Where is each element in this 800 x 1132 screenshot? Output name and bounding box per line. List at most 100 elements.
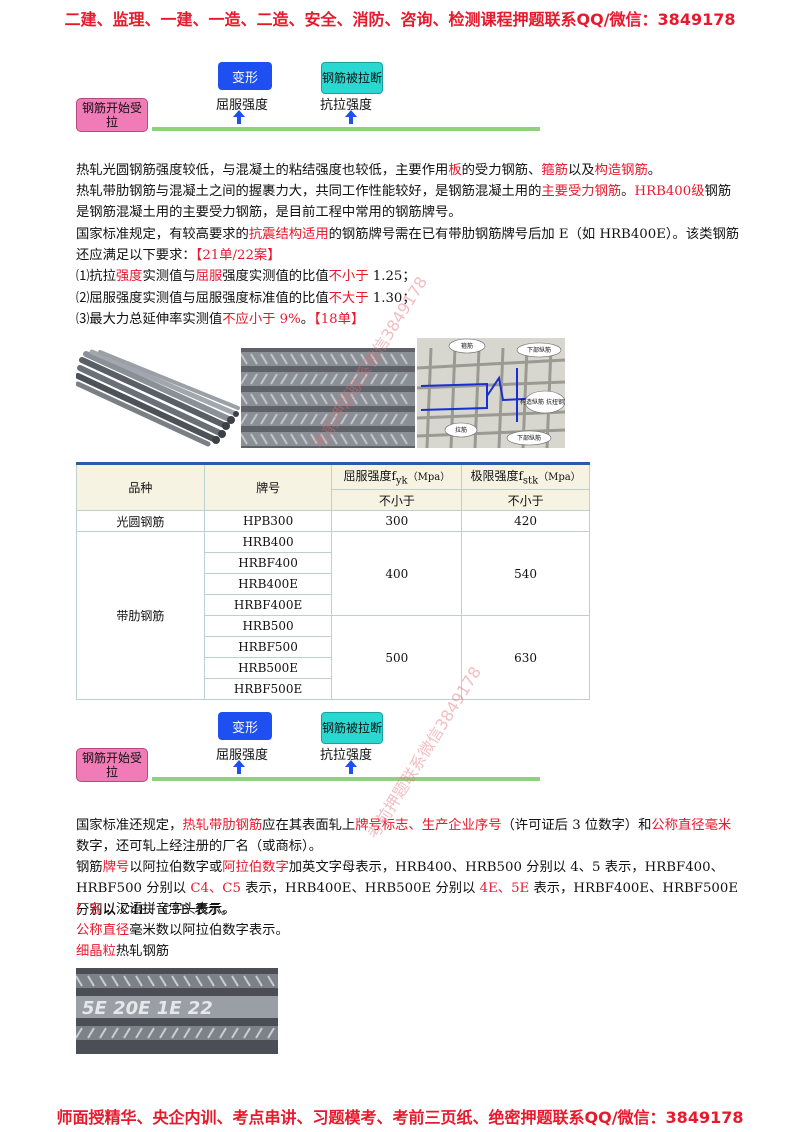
footer-banner: 师面授精华、央企内训、考点串讲、习题模考、考前三页纸、绝密押题联系QQ/微信：3…	[56, 1108, 744, 1127]
cell-grade: HPB300	[203, 510, 333, 532]
highlight: 厂名	[76, 902, 103, 917]
highlight: 牌号标志、生产企业序号	[355, 818, 502, 833]
start-tension-box: 钢筋开始受拉	[76, 98, 148, 132]
table-row: HRBF500E	[77, 678, 590, 700]
highlight: 不大于	[328, 291, 369, 306]
highlight: 构造钢筋	[594, 163, 648, 178]
text-nominal-diameter: 公称直径毫米数以阿拉伯数字表示。	[76, 920, 742, 941]
text-marking-rule: 国家标准还规定，热轧带肋钢筋应在其表面轧上牌号标志、生产企业序号（许可证后 3 …	[76, 815, 742, 858]
cell-yield: 300	[331, 510, 463, 532]
bar-marking-text: 5E 20E 1E 22	[82, 998, 213, 1019]
tensile-strength-label: 抗拉强度	[320, 98, 373, 113]
fine-grain-bar-photo: 5E 20E 1E 22	[76, 968, 278, 1054]
highlight: 【18单】	[314, 312, 365, 327]
text: 毫米数以阿拉伯数字表示。	[129, 923, 289, 938]
deformation-box: 变形	[218, 62, 272, 90]
plain-bar-photo	[76, 348, 240, 448]
table-row: HRB500 500 630	[77, 615, 590, 700]
table-row: HRBF400E	[77, 594, 590, 616]
cell-grade: HRBF500E	[203, 678, 333, 700]
callout-stirrup: 箍筋	[461, 342, 473, 350]
rebar-cage-photo: 箍筋 下部纵筋 构造纵筋 抗扭钢筋 拉筋 下部纵筋	[417, 338, 565, 448]
text-plain-bar: 热轧光圆钢筋强度较低，与混凝土的粘结强度也较低，主要作用板的受力钢筋、箍筋以及构…	[76, 160, 742, 181]
yield-strength-label: 屈服强度	[216, 748, 269, 763]
cell-grade: HRBF500	[203, 636, 333, 658]
tension-flow-diagram-2: 钢筋开始受拉 变形 钢筋被拉断 屈服强度 抗拉强度	[76, 712, 540, 792]
text: 强度实测值的比值	[222, 269, 329, 284]
highlight: 板	[448, 163, 462, 178]
break-box: 钢筋被拉断	[321, 62, 383, 94]
text: （Mpa）	[538, 472, 581, 484]
header-min-ultimate: 不小于	[461, 489, 590, 511]
text: 钢筋	[76, 860, 103, 875]
highlight: 公称直径	[76, 923, 130, 938]
flow-axis-line	[152, 777, 540, 781]
text: ⑵屈服强度实测值与屈服强度标准值的比值	[76, 291, 329, 306]
text: 1.30；	[368, 291, 416, 306]
text: 。	[300, 312, 315, 327]
arrow-up-icon	[345, 760, 357, 774]
text: 热轧光圆钢筋强度较低，与混凝土的粘结强度也较低，主要作用	[76, 163, 449, 178]
text: ⑴抗拉	[76, 269, 116, 284]
cell-grade: HRB500E	[203, 657, 333, 679]
cell-grade: HRB400E	[203, 573, 333, 595]
text-grade-marking: 钢筋牌号以阿拉伯数字或阿拉伯数字加英文字母表示，HRB400、HRB500 分别…	[76, 857, 742, 921]
highlight: 牌号	[102, 860, 130, 875]
requirement-1: ⑴抗拉强度实测值与屈服强度实测值的比值不小于 1.25；	[76, 266, 742, 287]
text: 国家标准还规定，	[76, 818, 183, 833]
text-ribbed-bar: 热轧带肋钢筋与混凝土之间的握裹力大，共同工作性能较好，是钢筋混凝土用的主要受力钢…	[76, 181, 742, 224]
tension-flow-diagram: 钢筋开始受拉 变形 钢筋被拉断 屈服强度 抗拉强度	[76, 62, 540, 142]
text: 的钢筋牌号需在已有带肋钢筋牌号后加 E（如 HRB400E）。该类钢筋还应满足以…	[76, 227, 740, 264]
text: 。	[647, 163, 662, 178]
cell-grade: HRB400	[203, 531, 333, 553]
cell-ultimate: 540	[461, 531, 590, 616]
text: 极限强度f	[470, 469, 523, 484]
callout-torsion-bar: 构造纵筋 抗扭钢筋	[520, 398, 565, 406]
text-fine-grain: 细晶粒热轧钢筋	[76, 941, 742, 962]
text-factory-name: 厂名以汉语拼音字头表示。	[76, 899, 742, 920]
yield-strength-label: 屈服强度	[216, 98, 269, 113]
text: 表示，HRB400E、HRB500E 分别以	[240, 881, 480, 897]
cell-variety: 光圆钢筋	[76, 510, 205, 532]
text: 。	[621, 184, 635, 199]
requirement-3: ⑶最大力总延伸率实测值不应小于 9%。【18单】	[76, 309, 742, 330]
table-row: 带肋钢筋 HRB400 400 540	[76, 531, 590, 700]
arrow-up-icon	[233, 110, 245, 124]
text: （Mpa）	[407, 472, 451, 484]
highlight: 【21单/22案】	[195, 248, 281, 264]
header-ultimate: 极限强度fstk（Mpa）	[461, 463, 590, 490]
cell-grade: HRBF400	[203, 552, 333, 574]
ribbed-bar-photo	[241, 348, 415, 448]
cell-grade: HRBF400E	[203, 594, 333, 616]
header-min-yield: 不小于	[331, 489, 463, 511]
highlight: 阿拉伯数字	[222, 860, 289, 875]
text: 屈服强度f	[343, 469, 396, 484]
callout-tie-bar: 拉筋	[455, 426, 467, 434]
highlight: 主要受力钢筋	[541, 184, 622, 199]
highlight: C4、C5	[190, 881, 241, 897]
highlight: 不应小于 9%	[222, 312, 301, 327]
text: （许可证后 3 位数字）和	[501, 818, 652, 833]
text: 实测值与	[142, 269, 196, 284]
cell-grade: HRB500	[203, 615, 333, 637]
text: 以阿拉伯数字或	[129, 860, 223, 875]
highlight: 4E、5E	[479, 881, 530, 897]
text: 以汉语拼音字头表示。	[102, 902, 236, 917]
header-yield: 屈服强度fyk（Mpa）	[331, 463, 463, 490]
highlight: 强度	[115, 269, 143, 284]
text: 以及	[567, 163, 595, 178]
cell-ultimate: 420	[461, 510, 590, 532]
highlight: 箍筋	[541, 163, 568, 178]
arrow-up-icon	[345, 110, 357, 124]
highlight: HRB400级	[634, 184, 705, 199]
highlight: 不小于	[328, 269, 369, 284]
text: 数字，还可轧上经注册的厂名（或商标）。	[76, 839, 322, 855]
text: 热轧钢筋	[115, 944, 170, 959]
callout-bottom-bar-2: 下部纵筋	[517, 434, 541, 442]
highlight: 抗震结构适用	[248, 227, 329, 242]
text: 的受力钢筋、	[461, 163, 542, 178]
text: 钢筋是钢筋混凝土用的主要受力钢筋，是目前工程中常用的钢筋牌号。	[76, 184, 732, 221]
highlight: 公称直径毫米	[651, 818, 732, 833]
rebar-strength-table: 品种 牌号 屈服强度fyk（Mpa） 极限强度fstk（Mpa） 不小于 不小于…	[76, 462, 590, 700]
header-variety: 品种	[76, 463, 205, 511]
